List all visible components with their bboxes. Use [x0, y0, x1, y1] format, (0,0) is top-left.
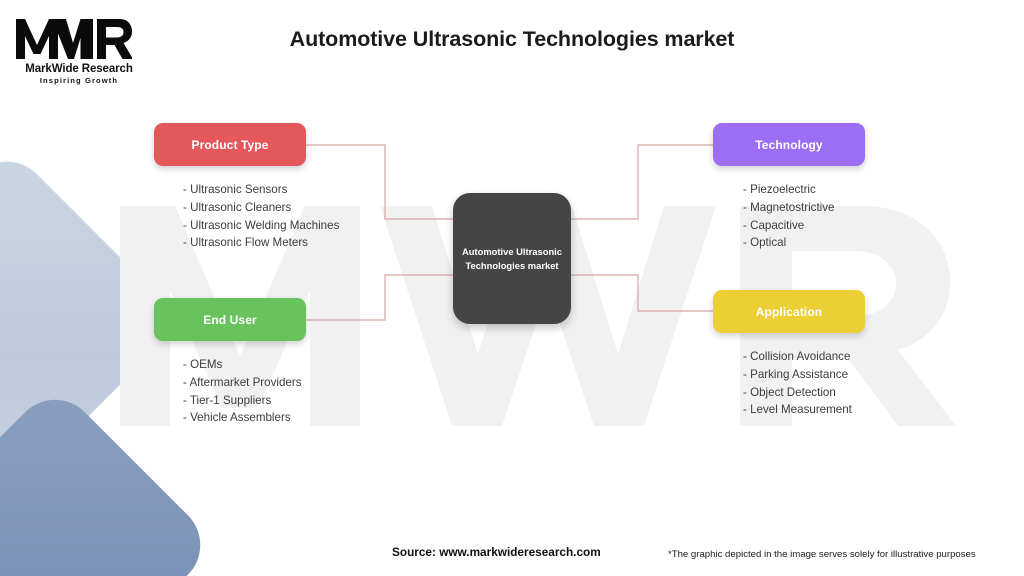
category-header-application[interactable]: Application	[713, 290, 865, 333]
category-items-end-user: - OEMs - Aftermarket Providers - Tier-1 …	[154, 356, 306, 427]
list-item: - OEMs	[183, 358, 223, 371]
center-node-label: Automotive Ultrasonic Technologies marke…	[461, 246, 562, 271]
category-items-product-type: - Ultrasonic Sensors - Ultrasonic Cleane…	[154, 181, 339, 252]
mwr-logo-icon	[16, 19, 132, 59]
category-header-technology[interactable]: Technology	[713, 123, 865, 166]
list-item: - Vehicle Assemblers	[183, 411, 291, 425]
list-item: - Optical	[743, 236, 787, 250]
brand-logo: MarkWide Research Inspiring Growth	[14, 16, 144, 90]
category-items-application: - Collision Avoidance - Parking Assistan…	[713, 348, 865, 419]
category-end-user: End User - OEMs - Aftermarket Providers …	[154, 298, 306, 427]
category-header-product-type[interactable]: Product Type	[154, 123, 306, 166]
category-label-product-type: Product Type	[191, 137, 269, 152]
list-item: - Collision Avoidance	[743, 350, 851, 363]
list-item: - Piezoelectric	[743, 183, 816, 196]
center-node: Automotive Ultrasonic Technologies marke…	[453, 193, 571, 324]
category-technology: Technology - Piezoelectric - Magnetostri…	[713, 123, 865, 252]
list-item: - Tier-1 Suppliers	[183, 393, 272, 407]
category-label-technology: Technology	[755, 137, 823, 152]
category-items-technology: - Piezoelectric - Magnetostrictive - Cap…	[713, 181, 865, 252]
list-item: - Capacitive	[743, 218, 805, 232]
list-item: - Magnetostrictive	[743, 200, 835, 214]
category-header-end-user[interactable]: End User	[154, 298, 306, 341]
list-item: - Ultrasonic Welding Machines	[183, 218, 340, 232]
page-title: Automotive Ultrasonic Technologies marke…	[289, 27, 735, 51]
footer-source: Source: www.markwideresearch.com	[392, 545, 601, 559]
category-label-end-user: End User	[203, 312, 257, 327]
list-item: - Level Measurement	[743, 403, 852, 417]
list-item: - Object Detection	[743, 385, 836, 399]
list-item: - Ultrasonic Sensors	[183, 183, 288, 196]
category-product-type: Product Type - Ultrasonic Sensors - Ultr…	[154, 123, 339, 252]
list-item: - Ultrasonic Cleaners	[183, 200, 292, 214]
footer-disclaimer: *The graphic depicted in the image serve…	[668, 549, 976, 560]
list-item: - Parking Assistance	[743, 367, 849, 381]
brand-name: MarkWide Research	[25, 63, 133, 75]
category-application: Application - Collision Avoidance - Park…	[713, 290, 865, 419]
list-item: - Ultrasonic Flow Meters	[183, 236, 308, 250]
list-item: - Aftermarket Providers	[183, 375, 302, 389]
brand-tagline: Inspiring Growth	[39, 76, 119, 85]
category-label-application: Application	[755, 304, 823, 319]
